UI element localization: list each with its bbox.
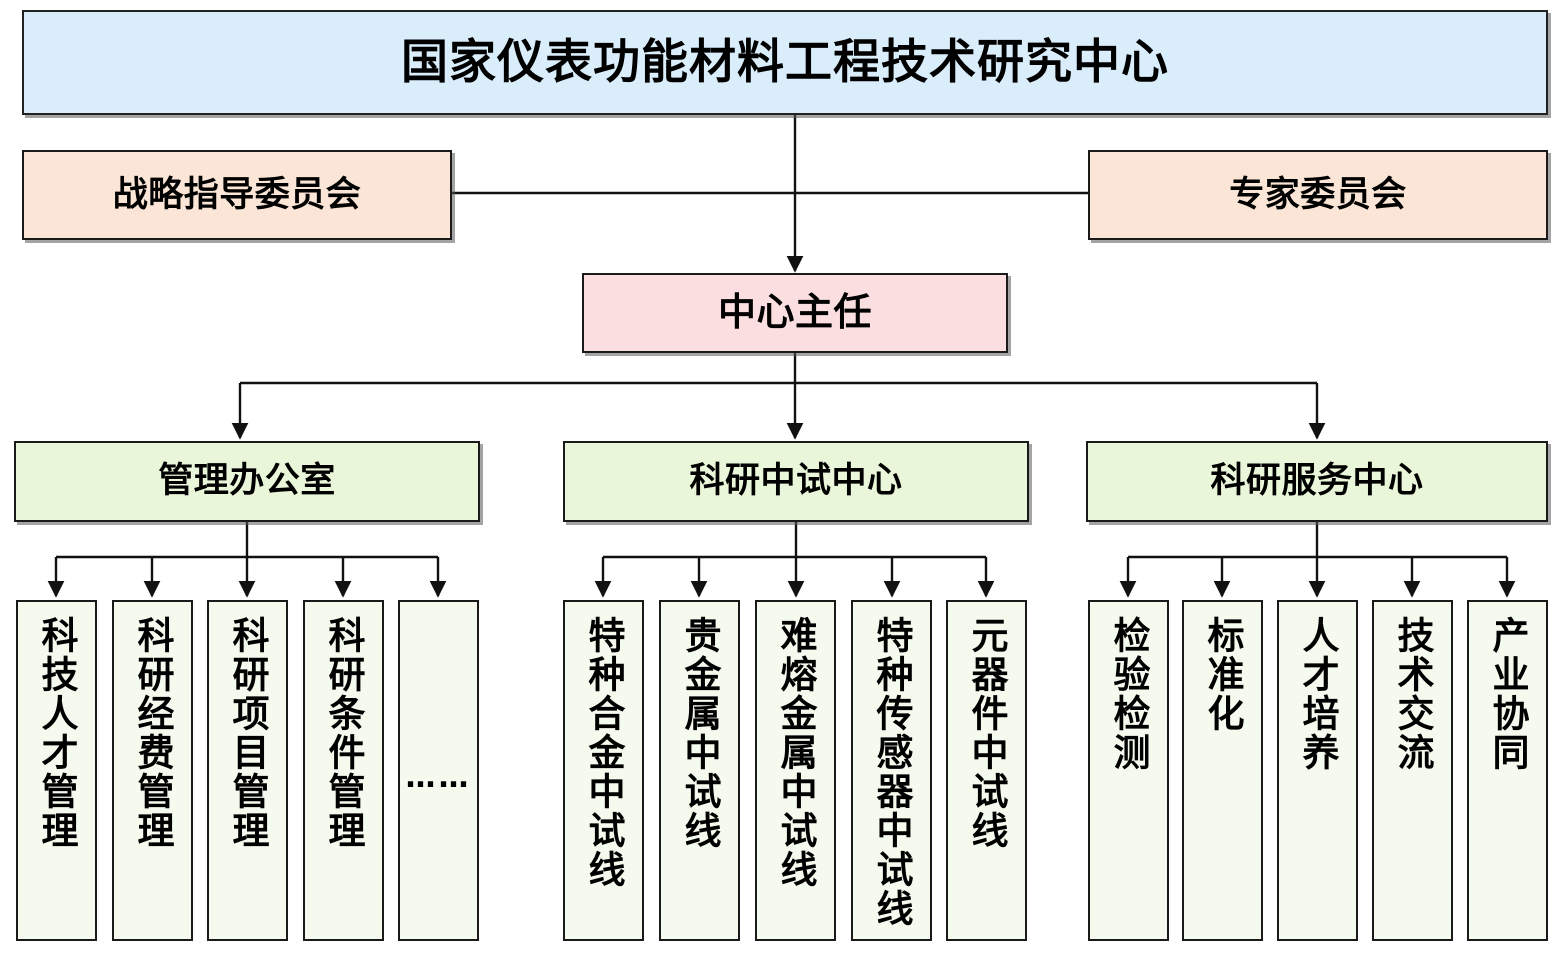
leaf-label: 科技人才管理 xyxy=(35,616,78,850)
leaf-label: 特种传感器中试线 xyxy=(870,616,913,928)
leaf-node: 技术交流 xyxy=(1372,600,1453,941)
leaf-label: 贵金属中试线 xyxy=(678,616,721,850)
leaf-label: 检验检测 xyxy=(1107,616,1150,772)
leaf-node: 产业协同 xyxy=(1467,600,1548,941)
center-label-research-service: 科研服务中心 xyxy=(1210,461,1424,502)
leaf-node: 难熔金属中试线 xyxy=(755,600,836,941)
leaf-node-ellipsis: …… xyxy=(398,600,479,941)
leaf-node: 特种合金中试线 xyxy=(563,600,644,941)
leaf-node: 贵金属中试线 xyxy=(659,600,740,941)
committee-node-expert: 专家委员会 xyxy=(1088,150,1548,240)
director-node: 中心主任 xyxy=(582,273,1008,353)
leaf-label: 人才培养 xyxy=(1296,616,1339,772)
leaf-label: 产业协同 xyxy=(1486,616,1529,772)
center-node-research-service: 科研服务中心 xyxy=(1086,441,1548,522)
leaf-label: 特种合金中试线 xyxy=(582,616,625,889)
center-label-pilot-research: 科研中试中心 xyxy=(689,461,903,502)
leaf-node: 特种传感器中试线 xyxy=(851,600,932,941)
leaf-label: 科研条件管理 xyxy=(322,616,365,850)
chart-title-node: 国家仪表功能材料工程技术研究中心 xyxy=(22,10,1548,115)
leaf-label: 技术交流 xyxy=(1391,616,1434,772)
leaf-node: 检验检测 xyxy=(1088,600,1169,941)
leaf-label: 标准化 xyxy=(1201,616,1244,733)
leaf-node: 元器件中试线 xyxy=(946,600,1027,941)
leaf-label: 难熔金属中试线 xyxy=(774,616,817,889)
director-label: 中心主任 xyxy=(717,290,872,335)
center-node-pilot-research: 科研中试中心 xyxy=(563,441,1029,522)
committee-label-strategic: 战略指导委员会 xyxy=(112,174,362,215)
leaf-node: 科技人才管理 xyxy=(16,600,97,941)
leaf-node: 人才培养 xyxy=(1277,600,1358,941)
chart-title-label: 国家仪表功能材料工程技术研究中心 xyxy=(401,34,1169,90)
leaf-node: 标准化 xyxy=(1182,600,1263,941)
center-label-management-office: 管理办公室 xyxy=(158,461,336,502)
leaf-node: 科研经费管理 xyxy=(112,600,193,941)
center-node-management-office: 管理办公室 xyxy=(14,441,480,522)
leaf-node: 科研项目管理 xyxy=(207,600,288,941)
leaf-label: 科研项目管理 xyxy=(226,616,269,850)
leaf-label: 科研经费管理 xyxy=(131,616,174,850)
leaf-label-ellipsis: …… xyxy=(405,759,472,795)
leaf-node: 科研条件管理 xyxy=(303,600,384,941)
committee-node-strategic: 战略指导委员会 xyxy=(22,150,452,240)
committee-label-expert: 专家委员会 xyxy=(1229,174,1407,215)
leaf-label: 元器件中试线 xyxy=(965,616,1008,850)
